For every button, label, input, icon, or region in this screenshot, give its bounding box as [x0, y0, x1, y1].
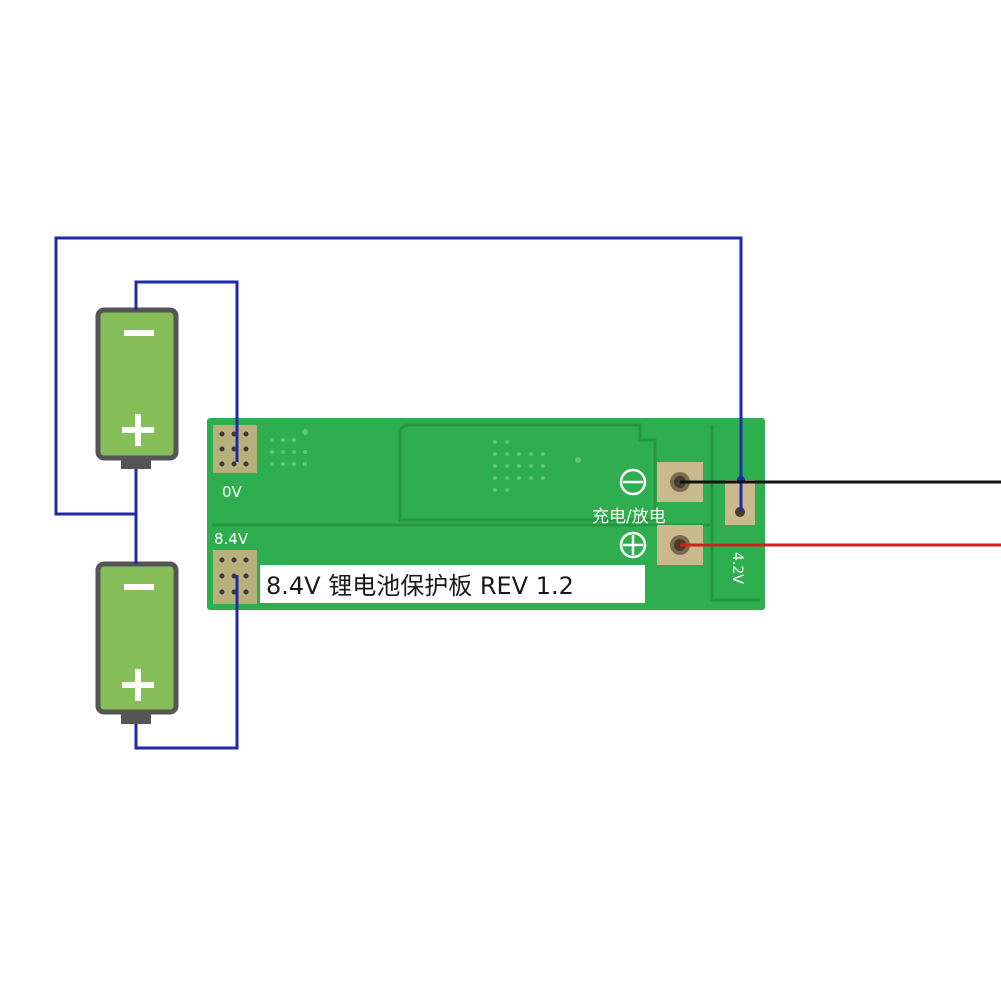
- board-trace-upper: [398, 423, 657, 522]
- board-body: [207, 418, 765, 610]
- minus-terminal-symbol: [619, 468, 647, 496]
- battery-top: [95, 307, 179, 469]
- vias-center: [493, 440, 581, 492]
- label-4-2v: 4.2V: [729, 552, 745, 584]
- plus-terminal-symbol: [619, 531, 647, 559]
- vias-left: [270, 429, 308, 466]
- wire-top-neg-0v: [134, 280, 239, 462]
- title-plate: [260, 565, 645, 603]
- protection-board: 0V 8.4V 8.4V 锂电池保护板 REV 1.2 充电/放电: [207, 418, 765, 610]
- label-0v: 0V: [222, 483, 243, 501]
- battery-bottom: [95, 561, 179, 724]
- blue-wiring: [54, 236, 743, 750]
- wire-bottom-pos-8-4v: [134, 575, 239, 750]
- battery-top-plus-v: [135, 414, 141, 446]
- charge-discharge-label: 充电/放电: [592, 507, 666, 527]
- label-8-4v: 8.4V: [214, 530, 249, 548]
- wire-outer-loop: [54, 236, 743, 516]
- board-title: 8.4V 锂电池保护板 REV 1.2: [266, 572, 574, 600]
